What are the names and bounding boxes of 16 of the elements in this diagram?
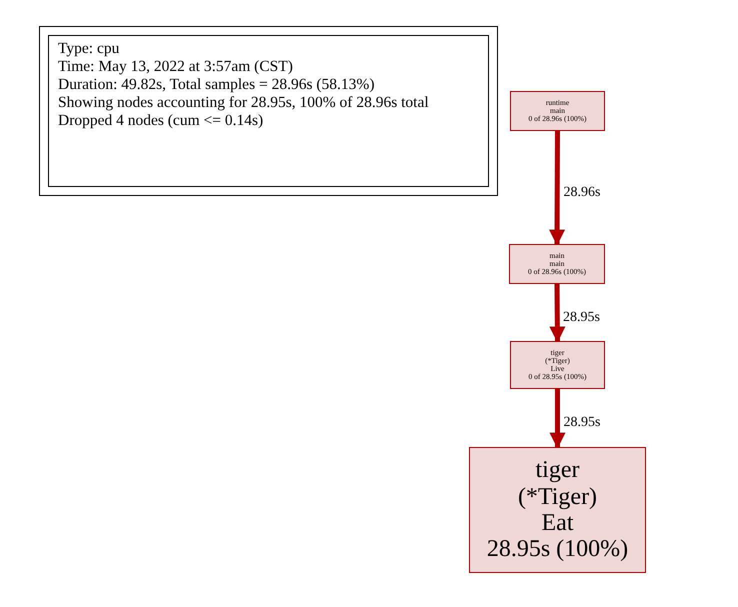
info-text: Showing nodes accounting for 28.95s, 100% of 28.96s total (58, 94, 429, 112)
node-text: (*Tiger) (518, 484, 598, 510)
node-text: tiger (536, 457, 580, 484)
node-text: Eat (542, 510, 574, 536)
function-node (510, 341, 605, 389)
function-node (510, 91, 605, 131)
info-text: Time: May 13, 2022 at 3:57am (CST) (58, 58, 293, 76)
node-text: 28.95s (100%) (486, 536, 628, 563)
info-text: Type: cpu (58, 40, 120, 58)
arrow (549, 284, 566, 343)
arrow (550, 389, 566, 449)
function-node (469, 447, 646, 573)
info-text: Dropped 4 nodes (cum <= 0.14s) (58, 112, 264, 130)
info-text: Duration: 49.82s, Total samples = 28.96s (58.13%) (58, 76, 374, 94)
arrow (549, 131, 566, 246)
function-node (509, 244, 605, 284)
